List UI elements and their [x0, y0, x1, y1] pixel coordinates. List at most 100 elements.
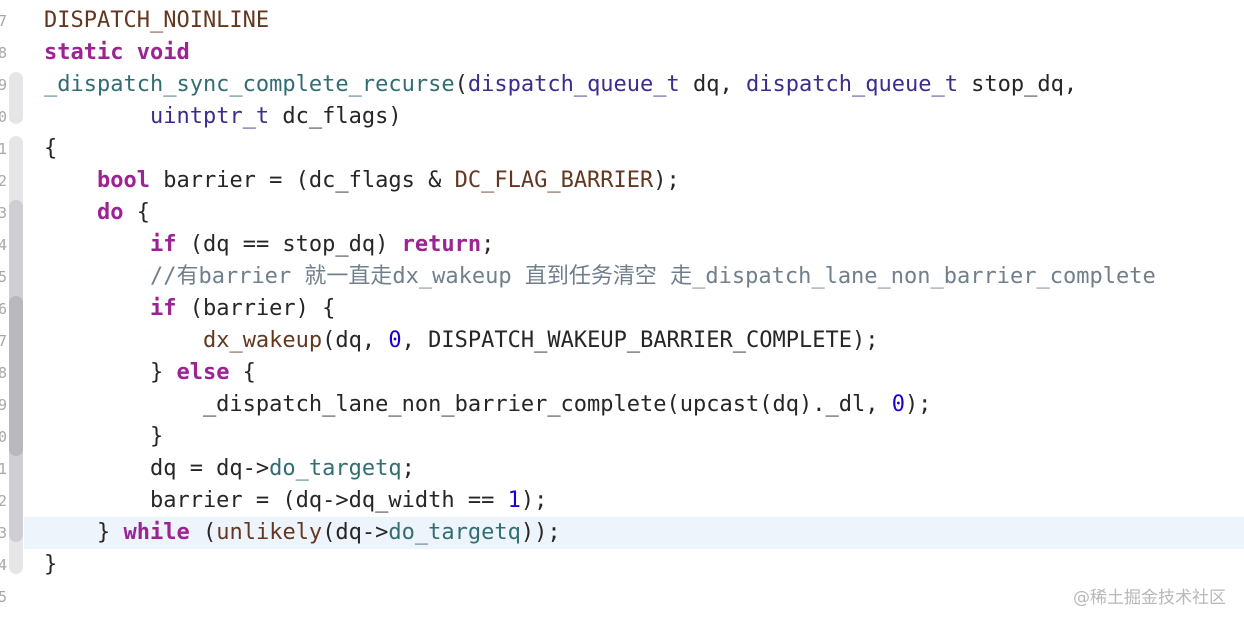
code-token: ; [401, 456, 415, 481]
code-token: return [401, 232, 482, 257]
code-token: _dispatch_lane_non_barrier_complete(upca… [44, 392, 892, 417]
code-line[interactable]: _dispatch_sync_complete_recurse(dispatch… [44, 69, 1077, 101]
code-token: static [44, 40, 124, 65]
code-token: { [229, 360, 256, 385]
code-token: uintptr_t [149, 104, 270, 129]
line-number: 2 [0, 172, 7, 190]
code-token: else [176, 360, 230, 385]
line-number-gutter: 7 8 9 0 1 2 3 4 5 6 7 8 9 0 1 2 3 4 5 [0, 0, 24, 626]
line-number: 5 [0, 588, 7, 606]
code-line[interactable]: barrier = (dq->dq_width == 1); [44, 485, 547, 517]
code-token: if [149, 296, 177, 321]
fold-ribbon-signature[interactable] [9, 72, 23, 124]
line-number: 3 [0, 524, 7, 542]
code-token: (dq, [322, 328, 389, 353]
current-line-highlight [24, 517, 1244, 549]
code-token: ( [454, 72, 468, 97]
code-token: dispatch_queue_t [467, 72, 680, 97]
code-token: dx_wakeup [202, 328, 323, 353]
line-number: 1 [0, 460, 7, 478]
line-number: 9 [0, 396, 7, 414]
code-line[interactable]: { [44, 133, 57, 165]
code-token: 0 [891, 392, 905, 417]
code-token: DISPATCH_NOINLINE [44, 8, 270, 33]
code-token [44, 328, 203, 353]
code-token: ( [189, 520, 217, 545]
code-token: 1 [507, 488, 521, 513]
line-number: 5 [0, 268, 7, 286]
code-token: while [123, 520, 190, 545]
code-token: (barrier) { [176, 296, 336, 321]
code-token: _dispatch_sync_complete_recurse [44, 72, 455, 97]
code-token: } [44, 360, 177, 385]
fold-ribbon-if-else[interactable] [9, 296, 23, 456]
code-line[interactable]: dq = dq->do_targetq; [44, 453, 415, 485]
code-token: } [44, 520, 124, 545]
code-token: , DISPATCH_WAKEUP_BARRIER_COMPLETE); [401, 328, 879, 353]
line-number: 8 [0, 364, 7, 382]
code-token: { [44, 136, 58, 161]
code-line[interactable]: } [44, 549, 57, 581]
code-line[interactable]: bool barrier = (dc_flags & DC_FLAG_BARRI… [44, 165, 680, 197]
code-token: (dq == stop_dq) [176, 232, 402, 257]
code-token: do_targetq [388, 520, 521, 545]
code-line[interactable]: } [44, 421, 163, 453]
code-line[interactable]: //有barrier 就一直走dx_wakeup 直到任务清空 走_dispat… [44, 261, 1156, 293]
code-line[interactable]: DISPATCH_NOINLINE [44, 5, 269, 37]
line-number: 2 [0, 492, 7, 510]
code-token: { [123, 200, 150, 225]
code-token: ); [904, 392, 932, 417]
line-number: 1 [0, 140, 7, 158]
code-token: do_targetq [269, 456, 402, 481]
code-line[interactable]: _dispatch_lane_non_barrier_complete(upca… [44, 389, 932, 421]
code-token: dc_flags) [269, 104, 402, 129]
code-token [44, 264, 150, 289]
code-token: dq = dq-> [44, 456, 270, 481]
code-token: void [136, 40, 190, 65]
code-token: ); [653, 168, 680, 193]
code-token [44, 200, 97, 225]
code-token [123, 40, 136, 65]
code-token: 0 [388, 328, 402, 353]
code-line[interactable]: static void [44, 37, 190, 69]
code-line[interactable]: if (dq == stop_dq) return; [44, 229, 494, 261]
code-line[interactable]: dx_wakeup(dq, 0, DISPATCH_WAKEUP_BARRIER… [44, 325, 879, 357]
code-token [44, 104, 150, 129]
code-token: unlikely [216, 520, 323, 545]
code-token [44, 296, 150, 321]
code-token: )); [520, 520, 561, 545]
code-line[interactable]: } else { [44, 357, 256, 389]
line-number: 8 [0, 44, 7, 62]
code-token [44, 168, 97, 193]
line-number: 0 [0, 108, 7, 126]
code-token: bool [96, 168, 150, 193]
code-token [44, 232, 150, 257]
code-token: ); [520, 488, 548, 513]
code-line[interactable]: uintptr_t dc_flags) [44, 101, 402, 133]
code-token: stop_dq, [957, 72, 1078, 97]
code-token: dq, [679, 72, 747, 97]
line-number: 4 [0, 236, 7, 254]
line-number: 7 [0, 332, 7, 350]
code-token: if [149, 232, 177, 257]
line-number: 7 [0, 12, 7, 30]
code-token: DC_FLAG_BARRIER [454, 168, 654, 193]
line-number: 9 [0, 76, 7, 94]
code-token: } [44, 424, 164, 449]
code-line[interactable]: } while (unlikely(dq->do_targetq)); [44, 517, 561, 549]
code-token: barrier = (dc_flags & [149, 168, 455, 193]
code-token: } [44, 552, 58, 577]
code-token: ; [481, 232, 495, 257]
code-line[interactable]: do { [44, 197, 150, 229]
line-number: 3 [0, 204, 7, 222]
line-number: 6 [0, 300, 7, 318]
line-number: 4 [0, 556, 7, 574]
code-token: barrier = (dq->dq_width == [44, 488, 508, 513]
watermark: @稀土掘金技术社区 [1073, 588, 1226, 608]
code-token: (dq-> [322, 520, 389, 545]
code-line[interactable]: if (barrier) { [44, 293, 335, 325]
code-token: //有barrier 就一直走dx_wakeup 直到任务清空 走_dispat… [149, 264, 1156, 289]
line-number: 0 [0, 428, 7, 446]
code-token: do [96, 200, 124, 225]
